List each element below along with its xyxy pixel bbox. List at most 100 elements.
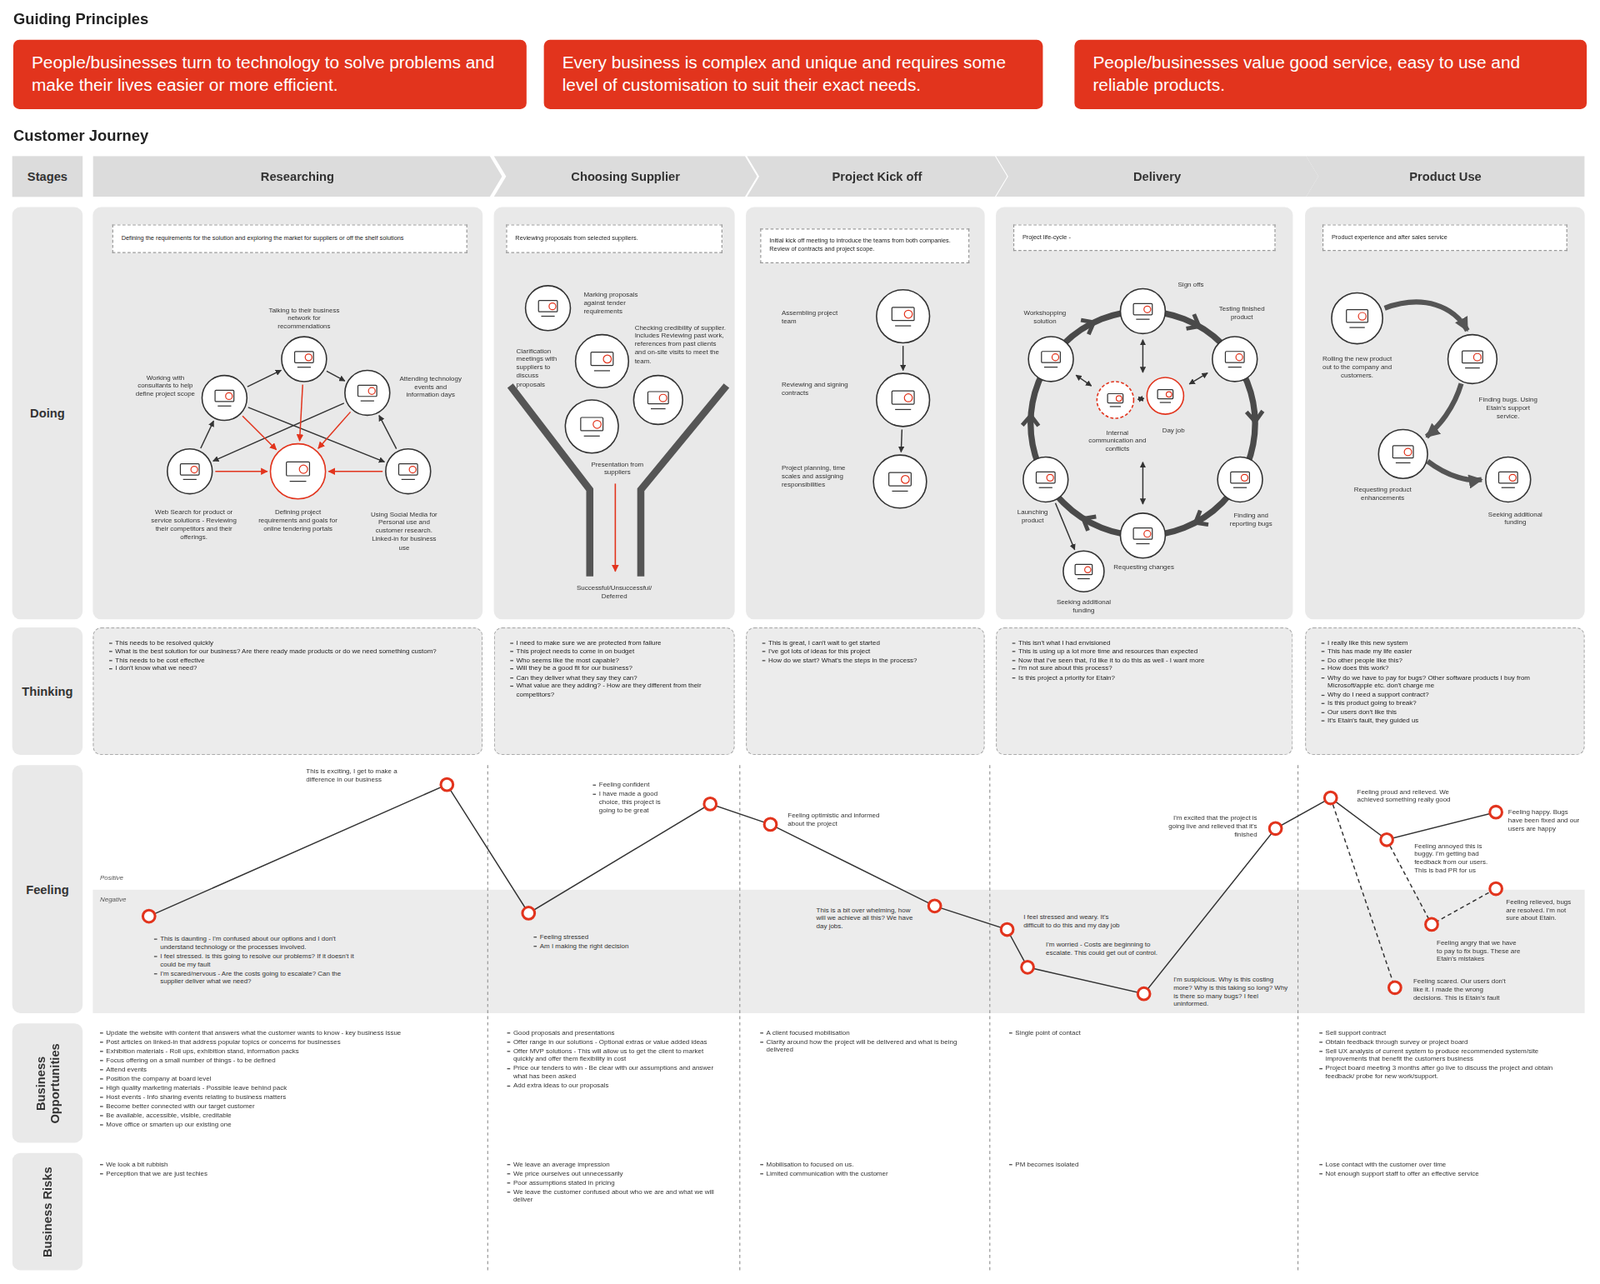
icon-glyph — [1358, 312, 1366, 320]
emotion-point — [1000, 923, 1014, 936]
icon-glyph — [895, 409, 911, 410]
icon-glyph — [1133, 528, 1153, 540]
icon-glyph — [889, 472, 912, 486]
business-note: We price ourselves out unnecessarily — [505, 1169, 725, 1178]
flow-arrow — [1055, 503, 1075, 550]
icon-glyph — [1107, 394, 1124, 404]
flow-arrow — [215, 470, 267, 472]
feeling-note: I'm worried - Costs are beginning to esc… — [1045, 940, 1169, 958]
business-note: Host events - Info sharing events relati… — [99, 1092, 467, 1101]
icon-glyph — [1110, 405, 1121, 407]
activity-caption: Attending technology events and informat… — [399, 374, 463, 400]
flow-arrow — [900, 429, 902, 452]
usage-loop — [1427, 460, 1482, 480]
stage-panel — [745, 207, 985, 620]
axis-label: Negative — [100, 895, 161, 905]
icon-glyph — [1349, 326, 1365, 328]
activity-caption: Day job — [1153, 426, 1195, 435]
business-note: Obtain feedback through survey or projec… — [1318, 1037, 1574, 1046]
business-note: Move office or smarten up our existing o… — [99, 1120, 467, 1129]
icon-glyph — [286, 461, 310, 476]
negative-band — [92, 890, 1585, 1014]
business-note: Mobilisation to focused on us. — [759, 1160, 974, 1169]
icon-glyph — [299, 465, 308, 474]
activity-caption: Rolling the new product out to the compa… — [1320, 355, 1394, 380]
thought-item: This is using up a lot more time and res… — [1010, 647, 1278, 656]
icon-glyph — [1465, 367, 1480, 369]
thinking-box: This needs to be resolved quicklyWhat is… — [92, 627, 483, 755]
icon-glyph — [1160, 401, 1171, 403]
business-note: Add extra ideas to our proposals — [505, 1081, 725, 1090]
icon-glyph — [1044, 366, 1058, 368]
icon-glyph — [1165, 391, 1172, 398]
node-text: Project life-cycle - — [1022, 234, 1071, 243]
icon-glyph — [603, 355, 612, 364]
icon-glyph — [891, 307, 915, 321]
row-label: Feeling — [12, 765, 83, 1014]
icon-circle — [876, 290, 930, 344]
icon-glyph — [1230, 471, 1250, 483]
icon-glyph — [217, 405, 231, 407]
icon-glyph — [1075, 564, 1093, 575]
row-label: Business Risks — [12, 1153, 83, 1271]
business-note: Sell support contract — [1318, 1028, 1574, 1037]
principle-box: Every business is complex and unique and… — [544, 40, 1044, 110]
thought-item: This isn't what I had envisioned — [1010, 639, 1278, 648]
flow-arrow — [326, 370, 345, 381]
icon-glyph — [358, 385, 378, 396]
ring-chevron — [1080, 320, 1094, 335]
activity-caption: Working with consultants to help define … — [130, 373, 202, 399]
row-label: Doing — [12, 207, 83, 620]
emotion-point — [1021, 960, 1035, 974]
icon-glyph — [549, 303, 556, 310]
icon-glyph — [895, 325, 911, 326]
flow-arrow — [200, 420, 214, 449]
icon-glyph — [593, 420, 602, 430]
icon-glyph — [1392, 445, 1414, 459]
icon-circle — [385, 449, 431, 495]
business-note: Sell UX analysis of current system to pr… — [1318, 1046, 1574, 1064]
page-title: Guiding Principles — [13, 10, 320, 29]
icon-glyph — [1085, 566, 1091, 573]
emotion-point — [522, 907, 535, 920]
outcome-arrow — [615, 483, 617, 571]
business-note: Focus offering on a small number of thin… — [99, 1055, 467, 1065]
icon-glyph — [215, 390, 235, 401]
business-note: Limited communication with the customer — [759, 1169, 974, 1178]
emotion-point — [1137, 987, 1150, 1000]
node-text: Reviewing proposals from selected suppli… — [515, 235, 638, 244]
icon-glyph — [1157, 390, 1174, 400]
thought-item: Why do we have to pay for bugs? Other so… — [1320, 673, 1570, 691]
emotion-point — [440, 778, 454, 791]
activity-caption: Presentation from suppliers — [581, 460, 654, 477]
activity-caption: Seeking additional funding — [1485, 510, 1546, 527]
icon-glyph — [891, 490, 908, 492]
column-divider — [989, 765, 990, 1270]
thinking-box: This isn't what I had envisionedThis is … — [995, 627, 1293, 755]
stage-panel — [1305, 207, 1585, 620]
icon-glyph — [904, 310, 913, 319]
activity-caption: Finding and reporting bugs — [1220, 510, 1281, 528]
icon-glyph — [584, 435, 600, 437]
icon-glyph — [360, 400, 375, 402]
stage-chevron: Product Use — [1305, 155, 1585, 197]
icon-glyph — [1144, 305, 1151, 313]
icon-glyph — [594, 370, 610, 371]
activity-caption: Successful/Unsuccessful/ Deferred — [568, 583, 660, 600]
feeling-note: This is exciting, I get to make a differ… — [305, 767, 424, 785]
flow-arrow — [300, 385, 304, 441]
icon-circle — [1063, 550, 1105, 592]
node-text: Defining the requirements for the soluti… — [121, 235, 405, 244]
business-note: Good proposals and presentations — [505, 1028, 725, 1037]
thought-item: Can they deliver what they say they can? — [509, 673, 720, 682]
activity-caption: Using Social Media for Personal use and … — [367, 510, 441, 552]
icon-glyph — [540, 315, 555, 317]
icon-glyph — [295, 351, 315, 363]
chevron-fill — [995, 155, 1319, 197]
thought-item: Is this project a priority for Etain? — [1010, 673, 1278, 682]
feeling-note: This is a bit over whelming, how will we… — [816, 905, 919, 931]
stage-chevron: Choosing Supplier — [494, 155, 758, 197]
ring-chevron — [1246, 410, 1264, 422]
thought-item: I've got lots of ideas for this project — [760, 647, 970, 656]
